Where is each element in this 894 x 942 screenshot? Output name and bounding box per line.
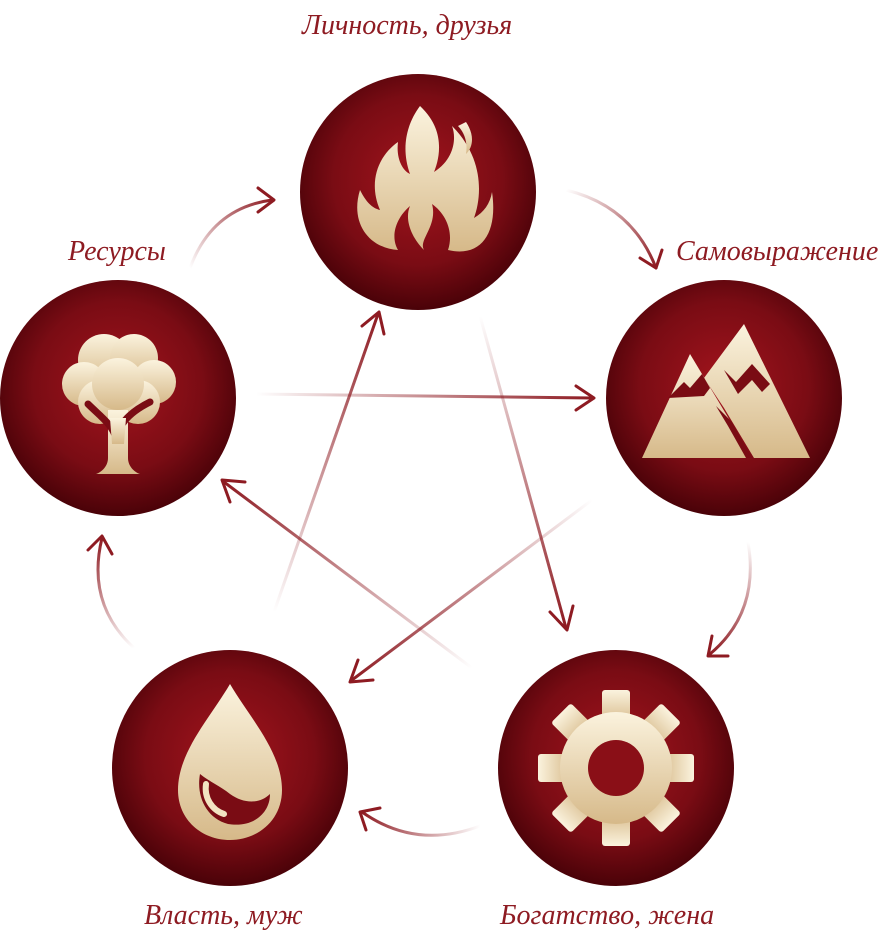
arrow-fire-to-metal [478, 314, 568, 630]
node-wood [0, 280, 236, 516]
controlling-cycle [220, 310, 596, 684]
arrowhead-earth-to-metal [706, 634, 730, 658]
arrow-earth-to-water [350, 498, 594, 682]
node-water [112, 650, 348, 886]
tree-icon [62, 334, 176, 474]
arrowhead-earth-to-water [348, 658, 375, 684]
label-wood: Ресурсы [68, 236, 166, 267]
arrowhead-wood-to-fire [256, 186, 276, 214]
mountain-icon [642, 324, 810, 458]
water-drop-icon [178, 684, 282, 840]
flame-icon [357, 106, 494, 252]
arrow-water-to-wood [96, 536, 136, 650]
arrowhead-wood-to-earth [574, 384, 596, 412]
label-metal: Богатство, жена [500, 900, 715, 931]
arrow-earth-to-metal [708, 540, 752, 656]
arrowhead-metal-to-water [358, 806, 382, 832]
arrow-metal-to-water [360, 810, 482, 837]
arrowhead-fire-to-metal [548, 604, 575, 632]
arrowhead-fire-to-earth [638, 248, 664, 270]
arrow-metal-to-wood [222, 480, 474, 670]
label-earth: Самовыражение [676, 236, 879, 267]
arrowhead-water-to-wood [86, 534, 114, 556]
arrow-water-to-fire [272, 312, 380, 614]
arrowhead-water-to-fire [360, 310, 386, 336]
arrowhead-metal-to-wood [220, 478, 247, 504]
label-water: Власть, муж [144, 900, 303, 931]
arrow-wood-to-fire [188, 198, 274, 270]
label-fire: Личность, друзья [302, 10, 513, 41]
generating-cycle [86, 186, 752, 837]
gear-icon [538, 690, 694, 846]
arrow-wood-to-earth [254, 392, 594, 400]
node-earth [606, 280, 842, 516]
node-fire [300, 74, 536, 310]
node-metal [498, 650, 734, 886]
arrow-fire-to-earth [564, 188, 658, 270]
